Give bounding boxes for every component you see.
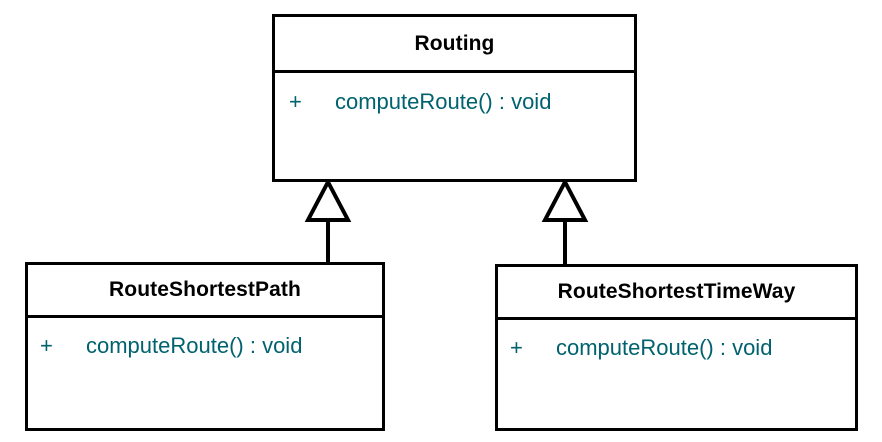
uml-visibility-marker: + — [40, 333, 53, 358]
uml-operation-signature: computeRoute() : void — [335, 89, 552, 114]
uml-operation-row: + computeRoute() : void — [510, 335, 772, 361]
uml-class-name-route-shortest-time-way: RouteShortestTimeWay — [498, 267, 855, 320]
uml-operations-compartment-route-shortest-path: + computeRoute() : void — [28, 318, 382, 428]
uml-operation-row: + computeRoute() : void — [289, 89, 551, 115]
uml-class-route-shortest-path[interactable]: RouteShortestPath + computeRoute() : voi… — [25, 262, 385, 431]
uml-operation-row: + computeRoute() : void — [40, 333, 302, 359]
uml-operations-compartment-routing: + computeRoute() : void — [275, 73, 634, 179]
generalization-route-shortest-time-way[interactable] — [537, 177, 597, 268]
uml-operations-compartment-route-shortest-time-way: + computeRoute() : void — [498, 320, 855, 428]
generalization-arrowhead-icon — [304, 177, 352, 222]
uml-operation-signature: computeRoute() : void — [86, 333, 303, 358]
uml-class-route-shortest-time-way[interactable]: RouteShortestTimeWay + computeRoute() : … — [495, 264, 858, 431]
uml-class-routing[interactable]: Routing + computeRoute() : void — [272, 14, 637, 182]
uml-class-name-routing: Routing — [275, 17, 634, 73]
generalization-route-shortest-path[interactable] — [300, 177, 360, 268]
uml-class-name-route-shortest-path: RouteShortestPath — [28, 265, 382, 318]
uml-operation-signature: computeRoute() : void — [556, 335, 773, 360]
generalization-arrowhead-icon — [541, 177, 589, 222]
uml-visibility-marker: + — [510, 335, 523, 360]
uml-visibility-marker: + — [289, 89, 302, 114]
